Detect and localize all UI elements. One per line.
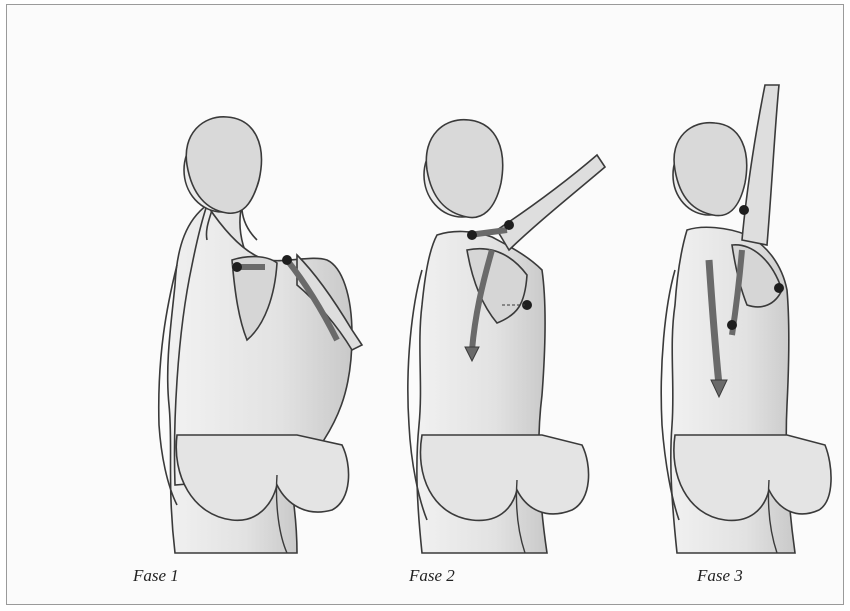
caption-phase-3: Fase 3 <box>697 566 743 586</box>
buttocks <box>176 435 348 520</box>
figure-3-illustration <box>647 5 837 565</box>
right-arm <box>497 155 605 250</box>
buttocks <box>420 435 588 520</box>
marker-3 <box>727 320 737 330</box>
marker-2 <box>282 255 292 265</box>
buttocks <box>674 435 831 520</box>
caption-phase-1: Fase 1 <box>133 566 179 586</box>
marker-1 <box>232 262 242 272</box>
figure-phase-1 <box>147 5 377 565</box>
figure-1-illustration <box>147 5 377 565</box>
marker-1 <box>739 205 749 215</box>
marker-2 <box>774 283 784 293</box>
marker-1 <box>467 230 477 240</box>
figure-2-illustration <box>397 5 622 565</box>
diagram-frame: Fase 1 Fase 2 <box>6 4 844 605</box>
figure-phase-3 <box>647 5 837 565</box>
caption-phase-2: Fase 2 <box>409 566 455 586</box>
figure-phase-2 <box>397 5 622 565</box>
marker-2 <box>504 220 514 230</box>
